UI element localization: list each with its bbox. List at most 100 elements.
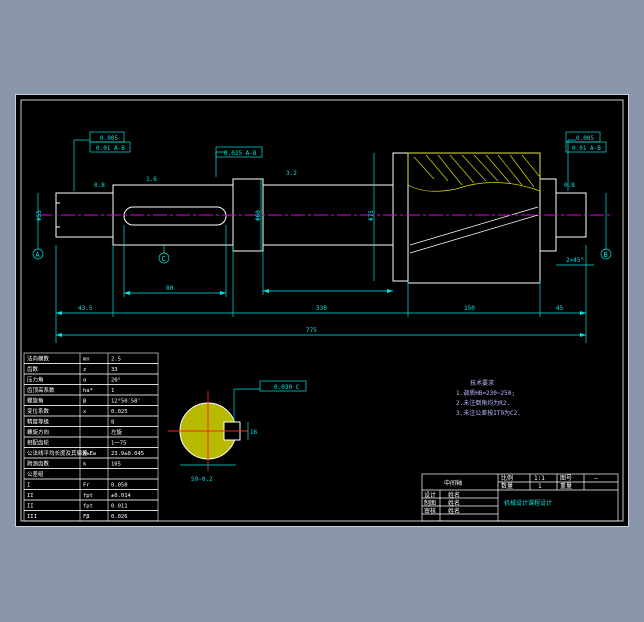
datum-b: B [604, 251, 608, 259]
table-row [23, 478, 159, 490]
dim-dia-1: Φ55 [36, 210, 43, 221]
inner-border [20, 99, 624, 522]
table-cell: 1一75 [111, 441, 126, 447]
dim-dia-3: Φ75 [368, 210, 375, 221]
table-cell: 0.026 [111, 514, 128, 520]
table-row [23, 373, 159, 385]
table-cell: β [83, 399, 87, 405]
datum-c: C [162, 255, 166, 263]
table-cell: ha* [83, 388, 93, 394]
dim-overall: 775 [306, 327, 317, 334]
dim-right-small: 2×45° [566, 257, 584, 264]
surface-mark-middle: 3.2 [286, 170, 297, 177]
table-cell: 33 [111, 367, 118, 373]
table-cell: I [27, 483, 30, 489]
table-cell: 跨测齿数 [27, 460, 50, 468]
datum-a: A [36, 251, 41, 259]
dimension-lines [37, 139, 607, 343]
dim-middle-len: 330 [316, 305, 327, 312]
table-cell: k [83, 462, 87, 468]
surface-mark-right: 0.8 [564, 182, 575, 189]
table-cell: 23.9±0.045 [111, 451, 144, 457]
table-cell: 相配齿轮 [27, 439, 50, 447]
row1-value: 姓名 [448, 491, 460, 499]
drawing-no-label: 图号 [560, 475, 572, 482]
table-cell: 8 [111, 420, 114, 426]
table-cell: Fr [83, 483, 90, 489]
table-cell: 12°50′58″ [111, 399, 141, 405]
surface-mark-left: 0.8 [94, 182, 105, 189]
dim-left-len: 43.5 [78, 305, 93, 312]
table-cell: 精度等级 [27, 418, 50, 426]
table-cell: 公差组 [27, 470, 44, 478]
datum-symbols [32, 248, 612, 264]
dimension-ticks [56, 289, 586, 337]
table-cell: 2.5 [111, 357, 121, 363]
table-cell: x [83, 409, 87, 415]
table-cell: II [27, 504, 34, 510]
notes-line3: 3.未注公差按IT9为C2. [456, 409, 521, 417]
notes-title: 技术要求 [470, 379, 494, 387]
surface-mark-key: 1.6 [146, 176, 157, 183]
table-cell: 公法线平均长度及其偏差 [27, 449, 88, 457]
table-cell: 螺旋角 [27, 397, 44, 405]
table-cell: W±Ew [83, 451, 97, 457]
row2-label: 制图 [424, 499, 436, 507]
row1-label: 设计 [424, 491, 436, 499]
drawing-sheet: 0.005 0.01 A-B 0.025 A-B 0.005 0.01 A-B … [15, 94, 629, 527]
scale-value: 1:1 [534, 475, 545, 482]
table-cell: α [83, 378, 87, 384]
gear-hatch [407, 152, 541, 254]
dim-dia-2: Φ60 [255, 210, 262, 221]
table-cell: 1 [111, 388, 114, 394]
qty-value: 1 [538, 483, 542, 490]
weight-label: 重量 [560, 482, 572, 490]
gdt-left-bottom: 0.01 A-B [96, 145, 125, 152]
notes-line2: 2.未注倒角均为R2. [456, 399, 510, 407]
shaft-drawing: 0.005 0.01 A-B 0.025 A-B 0.005 0.01 A-B … [20, 99, 624, 522]
table-cell: 齿顶高系数 [27, 386, 55, 394]
scale-label: 比例 [501, 474, 513, 482]
school-name: 机械设计课程设计 [504, 499, 552, 507]
table-cell: 齿数 [27, 365, 39, 373]
row3-value: 姓名 [448, 507, 460, 515]
table-cell: z [83, 367, 86, 373]
table-cell: 螺旋方向 [27, 428, 49, 436]
gdt-right-top: 0.005 [576, 135, 594, 142]
table-cell: 左旋 [111, 428, 123, 436]
table-cell: fpt [83, 504, 93, 510]
dim-right-len: 45 [556, 305, 564, 312]
section-width: 16 [250, 429, 258, 436]
table-cell: 压力角 [27, 376, 44, 384]
table-cell: 0.011 [111, 504, 128, 510]
section-view [168, 388, 260, 471]
table-cell: 20° [111, 378, 121, 384]
table-cell: III [27, 514, 37, 520]
row2-value: 姓名 [448, 499, 460, 507]
gdt-frames [89, 131, 607, 392]
table-cell: II [27, 493, 34, 499]
row3-label: 审核 [424, 507, 436, 515]
gdt-right-bottom: 0.01 A-B [572, 145, 601, 152]
dim-key-len: 80 [166, 285, 174, 292]
dim-gear-len: 150 [464, 305, 475, 312]
part-name: 中间轴 [444, 479, 462, 487]
table-cell: 0.025 [111, 409, 128, 415]
notes-line1: 1.调质HB=230~250; [456, 389, 515, 397]
table-row [23, 468, 159, 480]
table-cell: 0.050 [111, 483, 128, 489]
table-cell: fpt [83, 493, 93, 499]
table-cell: Fβ [83, 514, 90, 520]
drawing-no-value: — [594, 475, 598, 482]
table-cell: 变位系数 [27, 407, 50, 415]
table-cell: ±0.014 [111, 493, 132, 499]
table-cell: 法向模数 [27, 355, 50, 363]
shaft-outline [55, 152, 587, 284]
qty-label: 数量 [501, 482, 513, 490]
gdt-section: 0.030 C [274, 384, 300, 391]
gdt-middle: 0.025 A-B [224, 150, 257, 157]
table-row [23, 363, 159, 375]
title-block [421, 473, 619, 522]
table-cell: 105 [111, 462, 121, 468]
